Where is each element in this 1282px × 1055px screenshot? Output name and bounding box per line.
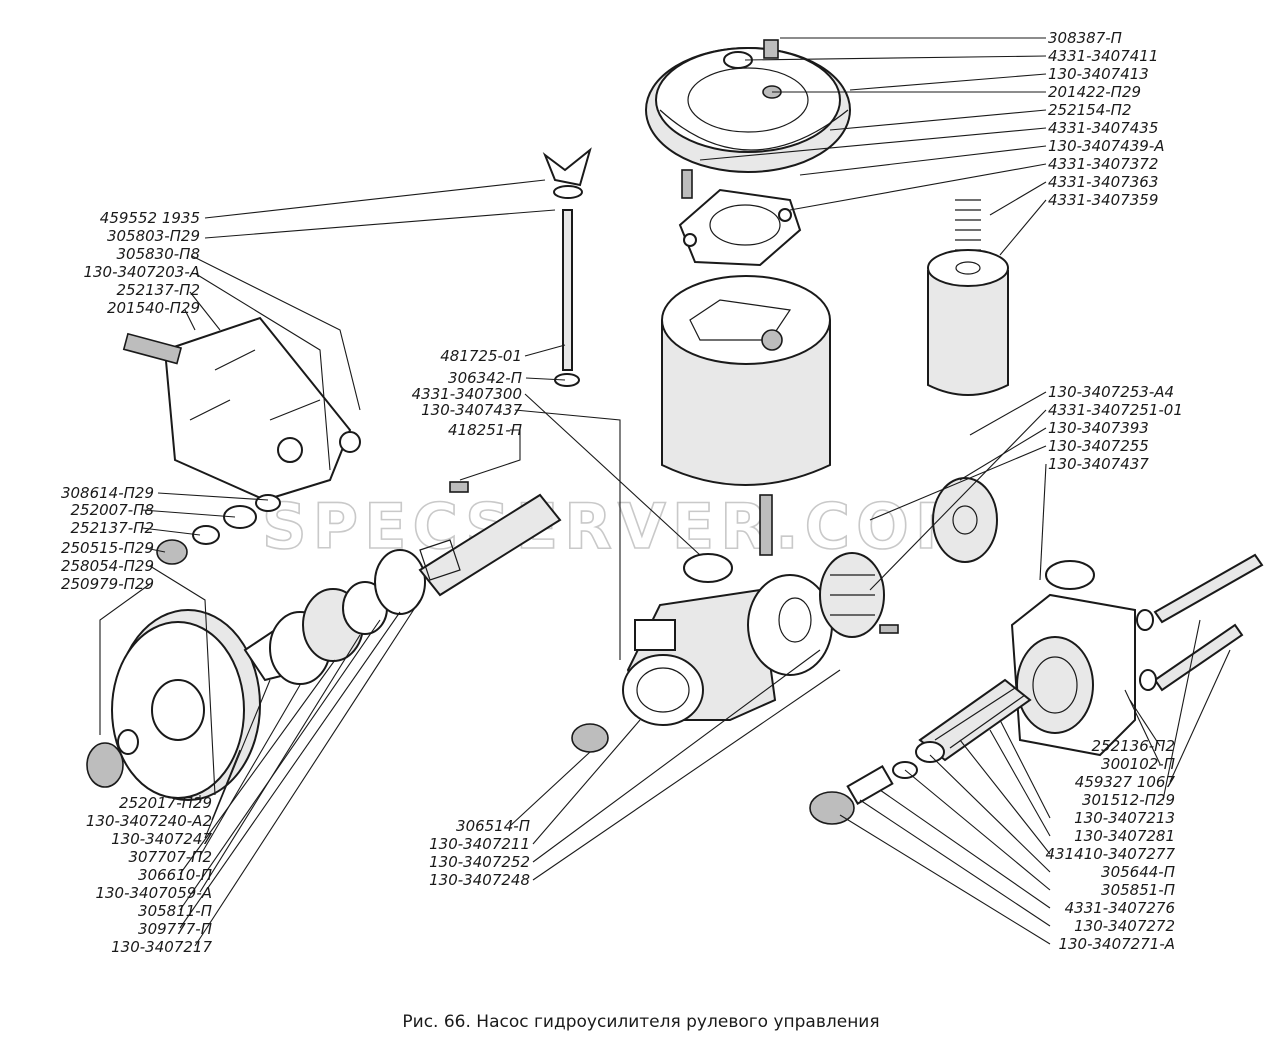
part-number-label: 431410-3407277 [1046, 845, 1176, 863]
part-number-label: 130-3407211 [429, 835, 530, 853]
part-number-label: 4331-3407251-01 [1048, 401, 1183, 419]
part-number-label: 4331-3407372 [1048, 155, 1158, 173]
part-number-label: 130-3407413 [1048, 65, 1149, 83]
part-number-label: 252137-П2 [117, 281, 201, 299]
cover-plate [678, 169, 802, 267]
part-number-label: 258054-П29 [61, 557, 154, 575]
part-number-label: 130-3407271-А [1058, 935, 1175, 953]
part-number-label: 250979-П29 [61, 575, 154, 593]
labels-right: 308387-П4331-3407411130-3407413201422-П2… [1048, 29, 1165, 209]
part-number-label: 4331-3407359 [1048, 191, 1158, 209]
part-number-label: 130-3407272 [1074, 917, 1175, 935]
washers-nuts-left [156, 494, 281, 565]
part-number-label: 308614-П29 [61, 484, 154, 502]
end-cover [1010, 560, 1136, 757]
part-number-label: 418251-П [448, 421, 522, 439]
labels-left-low: 308614-П29252007-П8252137-П2250515-П2925… [61, 484, 154, 593]
part-number-label: 309777-П [138, 920, 212, 938]
part-number-label: 130-3407255 [1048, 437, 1149, 455]
part-number-label: 306610-П [138, 866, 212, 884]
pump-housing [571, 588, 777, 753]
reservoir-cover [645, 39, 851, 173]
part-number-label: 305803-П29 [107, 227, 200, 245]
part-number-label: 4331-3407300 [412, 385, 522, 403]
part-number-label: 130-3407248 [429, 871, 530, 889]
relief-valve [809, 678, 1032, 825]
part-number-label: 4331-3407363 [1048, 173, 1158, 191]
part-number-label: 201422-П29 [1048, 83, 1141, 101]
shaft-bearings [243, 481, 562, 685]
part-number-label: 308387-П [1048, 29, 1122, 47]
part-number-label: 252154-П2 [1048, 101, 1132, 119]
part-number-label: 4331-3407276 [1065, 899, 1175, 917]
part-number-label: 300102-П [1101, 755, 1175, 773]
filter-element [927, 199, 1009, 396]
wing-nut-stud [542, 147, 592, 387]
labels-bottom-left: 252017-П29130-3407240-А2130-340724730770… [86, 794, 213, 956]
part-number-label: 130-3407281 [1074, 827, 1175, 845]
part-number-label: 459552 1935 [100, 209, 200, 227]
part-number-label: 130-3407217 [111, 938, 212, 956]
part-number-label: 130-3407437 [1048, 455, 1149, 473]
part-number-label: 252136-П2 [1092, 737, 1176, 755]
part-number-label: 459327 1067 [1075, 773, 1176, 791]
labels-mid-right: 130-3407253-А44331-3407251-01130-3407393… [1048, 383, 1183, 473]
part-number-label: 306342-П [448, 369, 522, 387]
part-number-label: 305644-П [1101, 863, 1175, 881]
drive-pulley [86, 609, 261, 801]
part-number-label: 4331-3407435 [1048, 119, 1158, 137]
labels-mid: 481725-01 306342-П4331-3407300130-3407437… [412, 347, 523, 439]
cover-bolts [1136, 553, 1264, 692]
part-number-label: 130-3407393 [1048, 419, 1149, 437]
part-number-label: 252137-П2 [71, 519, 155, 537]
part-number-label: 130-3407252 [429, 853, 530, 871]
part-number-label: 481725-01 [440, 347, 522, 365]
part-number-label: 130-3407437 [421, 401, 522, 419]
part-number-label: 252007-П8 [71, 501, 155, 519]
part-number-label: 130-3407059-А [95, 884, 212, 902]
figure-caption: Рис. 66. Насос гидроусилителя рулевого у… [402, 1012, 880, 1032]
part-number-label: 306514-П [456, 817, 530, 835]
part-number-label: 130-3407240-А2 [86, 812, 212, 830]
part-number-label: 301512-П29 [1082, 791, 1175, 809]
part-number-label: 250515-П29 [61, 539, 154, 557]
part-number-label: 130-3407253-А4 [1048, 383, 1174, 401]
reservoir-body [661, 275, 831, 556]
labels-left: 459552 1935305803-П29305830-П8130-340720… [83, 209, 200, 317]
rotor-group [683, 477, 998, 676]
labels-bottom-mid: 306514-П130-3407211130-3407252130-340724… [429, 817, 530, 889]
part-number-label: 305811-П [138, 902, 212, 920]
part-number-label: 305830-П8 [117, 245, 201, 263]
part-number-label: 305851-П [1101, 881, 1175, 899]
part-number-label: 130-3407213 [1074, 809, 1175, 827]
part-number-label: 130-3407203-А [83, 263, 200, 281]
part-number-label: 252017-П29 [119, 794, 212, 812]
part-number-label: 307707-П2 [129, 848, 213, 866]
leader-lines [99, 37, 1231, 947]
part-number-label: 130-3407439-А [1048, 137, 1165, 155]
part-number-label: 4331-3407411 [1048, 47, 1158, 65]
part-number-label: 201540-П29 [107, 299, 200, 317]
watermark: SPECSERVER.COM [262, 490, 983, 563]
mounting-bracket [122, 316, 361, 502]
part-number-label: 130-3407247 [111, 830, 212, 848]
